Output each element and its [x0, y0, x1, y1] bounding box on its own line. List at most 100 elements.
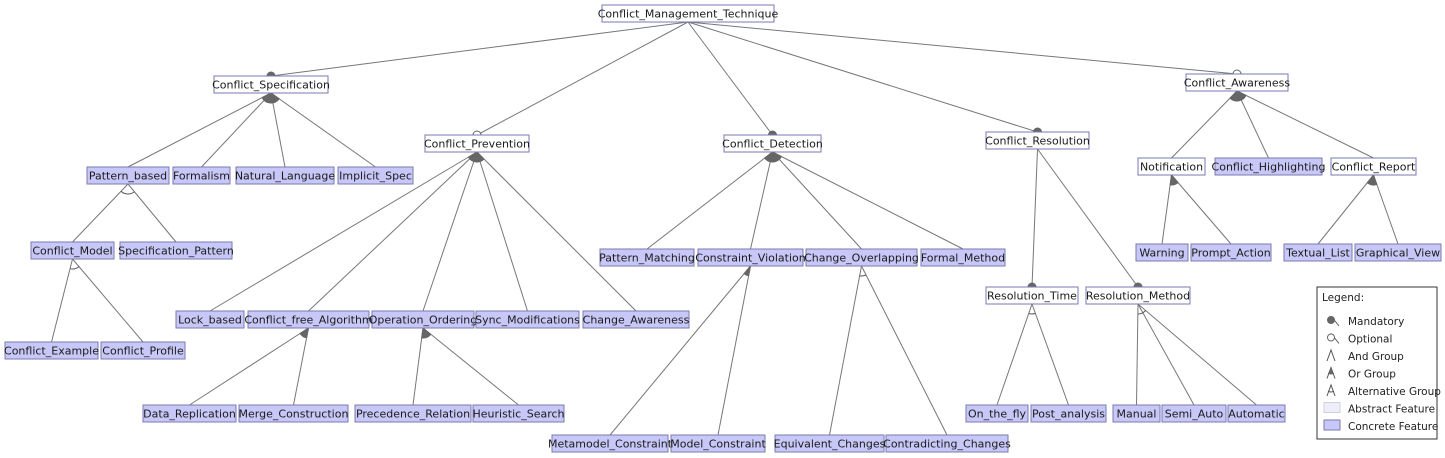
edge-rm-auto: [1137, 303, 1257, 406]
feature-node-nl[interactable]: Natural_Language: [235, 166, 336, 185]
feature-node-cm[interactable]: Conflict_Model: [30, 241, 115, 260]
or-group-arc-oo: [421, 327, 432, 339]
feature-box: [119, 241, 233, 260]
feature-label: Operation_Ordering: [369, 314, 478, 327]
feature-label: Precedence_Relation: [356, 408, 470, 421]
edge-co-cc: [861, 265, 948, 436]
feature-box: [247, 310, 370, 329]
feature-label: Pattern_Matching: [599, 252, 695, 265]
alternative-group-symbol: [1327, 390, 1335, 393]
feature-box: [805, 248, 918, 267]
feature-node-oo[interactable]: Operation_Ordering: [369, 310, 478, 329]
feature-node-cp[interactable]: Conflict_Prevention: [424, 134, 530, 153]
feature-node-form[interactable]: Formalism: [172, 166, 231, 185]
feature-box: [582, 310, 690, 329]
nodes-layer: Conflict_Management_TechniqueConflict_Sp…: [4, 4, 1442, 453]
feature-box: [213, 75, 329, 94]
feature-node-is[interactable]: Implicit_Spec: [337, 166, 414, 185]
feature-node-fm[interactable]: Formal_Method: [920, 248, 1006, 267]
feature-node-pact[interactable]: Prompt_Action: [1190, 243, 1272, 262]
edge-cv-mmc: [609, 265, 751, 436]
feature-node-ch[interactable]: Conflict_Highlighting: [1212, 157, 1326, 176]
legend-item-or-group: Or Group: [1326, 366, 1396, 381]
edge-pb-sp: [127, 183, 177, 243]
alternative-group-arc-co: [859, 274, 867, 277]
feature-node-cv[interactable]: Constraint_Violation: [695, 248, 806, 267]
alternative-group-arc-rm: [1137, 310, 1146, 315]
edge-cs-pb: [127, 92, 272, 168]
feature-node-tl[interactable]: Textual_List: [1283, 243, 1353, 262]
feature-node-rt[interactable]: Resolution_Time: [985, 286, 1079, 305]
legend-item-alternative-group: Alternative Group: [1326, 383, 1441, 398]
edge-crep-gv: [1373, 174, 1399, 245]
legend-item-and-group: And Group: [1326, 348, 1404, 363]
feature-node-man[interactable]: Manual: [1112, 404, 1161, 423]
feature-box: [142, 404, 237, 423]
feature-label: Equivalent_Changes: [774, 438, 886, 451]
feature-label: Formal_Method: [921, 252, 1005, 265]
feature-node-mmc[interactable]: Metamodel_Constraint: [548, 434, 673, 453]
edge-cfa-dr: [189, 327, 309, 406]
edge-cd-cv: [750, 151, 773, 250]
feature-node-rm[interactable]: Resolution_Method: [1085, 286, 1191, 305]
or-group-arc-cs: [261, 92, 280, 104]
feature-label: Prompt_Action: [1191, 247, 1270, 260]
edge-oo-hs: [422, 327, 519, 406]
feature-node-chaw[interactable]: Change_Awareness: [582, 310, 690, 329]
feature-box: [1190, 243, 1272, 262]
feature-node-cr[interactable]: Conflict_Resolution: [985, 131, 1090, 150]
or-group-arc-cfa: [299, 326, 310, 339]
feature-node-pr[interactable]: Precedence_Relation: [354, 404, 472, 423]
feature-node-cs[interactable]: Conflict_Specification: [212, 75, 330, 94]
feature-node-cmt[interactable]: Conflict_Management_Technique: [598, 4, 779, 23]
feature-node-pb[interactable]: Pattern_based: [86, 166, 170, 185]
feature-box: [670, 434, 766, 453]
feature-node-auto[interactable]: Automatic: [1227, 404, 1286, 423]
edge-cmt-cr: [687, 21, 1038, 133]
feature-node-otf[interactable]: On_the_fly: [965, 404, 1029, 423]
feature-node-semi[interactable]: Semi_Auto: [1161, 404, 1227, 423]
feature-node-ce[interactable]: Conflict_Example: [4, 341, 99, 360]
abstract-feature-swatch: [1323, 402, 1341, 413]
feature-box: [1085, 286, 1191, 305]
feature-node-ec[interactable]: Equivalent_Changes: [774, 434, 886, 453]
feature-node-cd[interactable]: Conflict_Detection: [722, 134, 823, 153]
feature-box: [920, 248, 1006, 267]
legend-label: Or Group: [1348, 369, 1396, 381]
feature-label: Model_Constraint: [670, 438, 766, 451]
feature-label: Implicit_Spec: [339, 170, 412, 183]
feature-node-notif[interactable]: Notification: [1137, 157, 1206, 176]
mandatory-symbol: [1327, 316, 1335, 324]
feature-node-sp[interactable]: Specification_Pattern: [118, 241, 234, 260]
legend-item-optional: Optional: [1327, 333, 1392, 346]
feature-label: Semi_Auto: [1165, 408, 1224, 421]
feature-box: [1112, 404, 1161, 423]
feature-node-ca[interactable]: Conflict_Awareness: [1184, 73, 1291, 92]
feature-node-cfa[interactable]: Conflict_free_Algorithm: [244, 310, 373, 329]
feature-node-cpr[interactable]: Conflict_Profile: [100, 341, 186, 360]
feature-node-dr[interactable]: Data_Replication: [142, 404, 237, 423]
feature-node-warn[interactable]: Warning: [1135, 243, 1189, 262]
feature-node-lb[interactable]: Lock_based: [175, 310, 245, 329]
feature-node-crep[interactable]: Conflict_Report: [1330, 157, 1417, 176]
feature-node-pa[interactable]: Post_analysis: [1030, 404, 1107, 423]
feature-label: Change_Overlapping: [804, 252, 919, 265]
edge-cv-mdc: [717, 265, 751, 436]
feature-label: Conflict_Management_Technique: [598, 8, 779, 21]
feature-node-gv[interactable]: Graphical_View: [1354, 243, 1442, 262]
feature-node-mc[interactable]: Merge_Construction: [238, 404, 349, 423]
feature-node-co[interactable]: Change_Overlapping: [804, 248, 919, 267]
feature-node-sm[interactable]: Sync_Modifications: [475, 310, 580, 329]
feature-label: Conflict_Detection: [722, 138, 823, 151]
feature-label: Manual: [1117, 408, 1157, 421]
feature-node-pm[interactable]: Pattern_Matching: [599, 248, 695, 267]
edge-cs-form: [201, 92, 272, 168]
concrete-feature-swatch: [1323, 419, 1341, 431]
feature-node-cc[interactable]: Contradicting_Changes: [883, 434, 1011, 453]
feature-label: Specification_Pattern: [118, 245, 234, 258]
legend-title: Legend:: [1322, 292, 1364, 304]
alternative-group-arc-pb: [120, 190, 135, 195]
feature-node-hs[interactable]: Heuristic_Search: [472, 404, 565, 423]
feature-box: [424, 134, 530, 153]
feature-node-mdc[interactable]: Model_Constraint: [670, 434, 766, 453]
